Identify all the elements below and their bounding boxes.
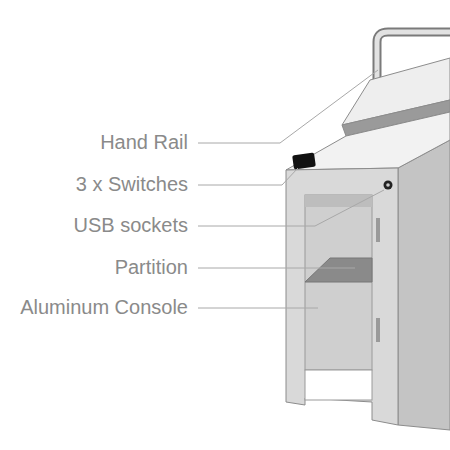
front-opening <box>305 195 372 370</box>
usb-socket <box>384 181 393 190</box>
part-label: Hand Rail <box>100 130 188 154</box>
part-label: Aluminum Console <box>20 295 188 319</box>
partition-shelf <box>305 258 372 282</box>
leader-line <box>198 168 298 185</box>
part-label: USB sockets <box>74 213 188 237</box>
usb-socket-inner <box>386 183 390 187</box>
switch-panel <box>292 153 316 170</box>
leader-lines <box>198 70 384 308</box>
leader-line <box>198 308 318 309</box>
part-label: Partition <box>115 255 188 279</box>
post-slot <box>376 318 380 342</box>
front-frame <box>286 168 398 425</box>
part-label: 3 x Switches <box>76 172 188 196</box>
leader-line <box>198 70 378 143</box>
leader-line <box>198 190 384 226</box>
post-slot <box>376 218 380 242</box>
leader-line <box>198 268 355 269</box>
base-opening <box>305 370 372 400</box>
side-face <box>398 140 450 430</box>
